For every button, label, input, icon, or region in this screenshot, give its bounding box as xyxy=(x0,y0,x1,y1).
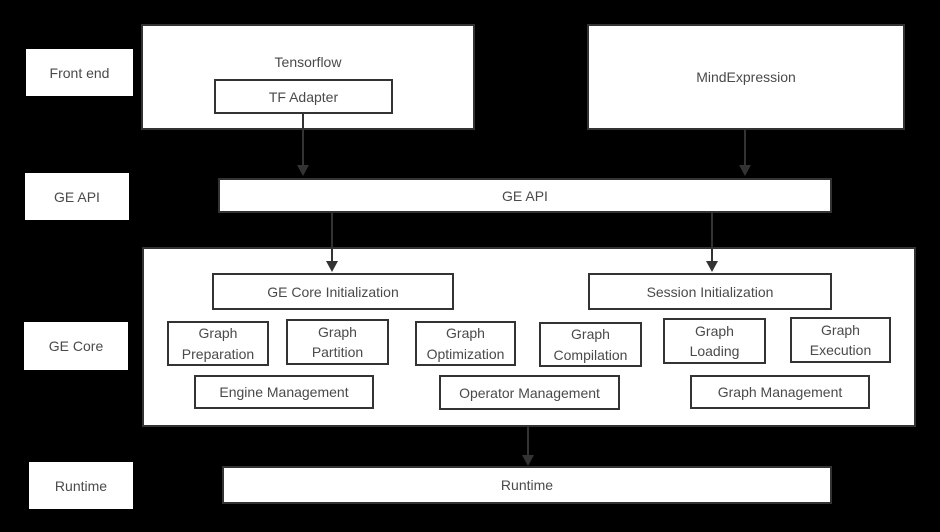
arrow-shaft xyxy=(527,427,529,455)
ge-core-initialization-box: GE Core Initialization xyxy=(212,273,454,310)
graph-partition-label: Graph Partition xyxy=(311,323,364,360)
arrow-shaft xyxy=(711,213,713,261)
row-label-ge-api-text: GE API xyxy=(54,188,100,205)
ge-api-bar: GE API xyxy=(218,178,832,213)
tensorflow-label: Tensorflow xyxy=(274,54,342,70)
tf-adapter-box: TF Adapter xyxy=(214,79,393,114)
graph-optimization-box: Graph Optimization xyxy=(415,321,516,366)
graph-management-label: Graph Management xyxy=(717,384,843,400)
arrow-head-icon xyxy=(326,261,338,272)
graph-compilation-label: Graph Compilation xyxy=(553,326,628,363)
graph-optimization-label: Graph Optimization xyxy=(426,325,505,362)
tensorflow-box: Tensorflow TF Adapter xyxy=(141,24,475,130)
session-initialization-label: Session Initialization xyxy=(646,283,774,300)
arrow-head-icon xyxy=(297,165,309,176)
ge-core-initialization-label: GE Core Initialization xyxy=(267,283,399,300)
graph-loading-box: Graph Loading xyxy=(663,318,766,364)
arrow-shaft xyxy=(302,114,304,165)
engine-management-label: Engine Management xyxy=(219,384,349,400)
graph-compilation-box: Graph Compilation xyxy=(539,322,642,367)
arrow-shaft xyxy=(744,130,746,165)
arrow-head-icon xyxy=(706,261,718,272)
graph-management-box: Graph Management xyxy=(690,375,870,409)
arrow-tf-adapter-to-ge-api xyxy=(297,114,309,176)
row-label-ge-api: GE API xyxy=(25,173,129,220)
graph-preparation-label: Graph Preparation xyxy=(181,325,255,362)
operator-management-box: Operator Management xyxy=(439,375,620,410)
row-label-ge-core: GE Core xyxy=(24,322,128,370)
row-label-ge-core-text: GE Core xyxy=(48,338,104,354)
arrow-mindexpression-to-ge-api xyxy=(739,130,751,176)
row-label-runtime-text: Runtime xyxy=(54,477,108,494)
arrow-ge-api-to-ge-core-init xyxy=(326,213,338,272)
engine-management-box: Engine Management xyxy=(194,375,374,409)
graph-execution-box: Graph Execution xyxy=(790,317,891,363)
row-label-front-end: Front end xyxy=(26,49,133,96)
tf-adapter-label: TF Adapter xyxy=(268,88,339,105)
runtime-bar: Runtime xyxy=(222,466,832,504)
row-label-runtime: Runtime xyxy=(29,462,133,509)
arrow-head-icon xyxy=(522,455,534,466)
graph-loading-label: Graph Loading xyxy=(689,322,740,359)
arrow-ge-core-to-runtime xyxy=(522,427,534,466)
row-label-front-end-text: Front end xyxy=(49,64,110,81)
graph-partition-box: Graph Partition xyxy=(286,319,389,365)
arrow-head-icon xyxy=(739,165,751,176)
ge-core-box: GE Core Initialization Session Initializ… xyxy=(142,247,916,427)
mindexpression-box: MindExpression xyxy=(587,24,905,130)
operator-management-label: Operator Management xyxy=(459,384,600,401)
runtime-bar-label: Runtime xyxy=(500,477,554,493)
mindexpression-label: MindExpression xyxy=(696,69,796,85)
ge-api-bar-label: GE API xyxy=(502,187,548,204)
graph-preparation-box: Graph Preparation xyxy=(167,321,269,366)
arrow-shaft xyxy=(331,213,333,261)
session-initialization-box: Session Initialization xyxy=(588,273,832,310)
arrow-ge-api-to-session-init xyxy=(706,213,718,272)
graph-execution-label: Graph Execution xyxy=(809,321,872,358)
